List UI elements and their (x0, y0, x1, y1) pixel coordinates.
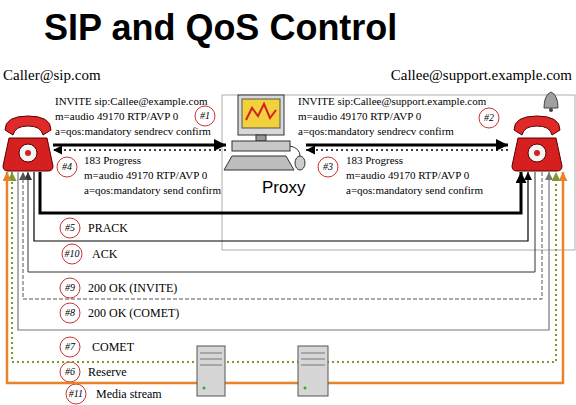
mouse-cable (290, 146, 300, 156)
message-label: Media stream (96, 387, 162, 401)
callout-number: #4 (52, 160, 82, 174)
line-spacer (425, 109, 490, 124)
mouse (295, 156, 305, 170)
node-label: Callee@support.example.com (391, 66, 572, 84)
message-label: INVITE sip:Callee@example.com m=audio 49… (55, 94, 214, 139)
callout-number: #3 (313, 160, 343, 174)
callout-number: #2 (474, 111, 504, 125)
keyboard (224, 156, 294, 170)
phone-body (3, 138, 53, 171)
callout-number: #7 (55, 340, 85, 354)
phone-icon (512, 116, 562, 171)
message-label: Reserve (88, 365, 127, 379)
message-arrow (7, 172, 563, 383)
router-slot (200, 359, 222, 360)
router-icon (298, 346, 328, 396)
callout-number: #5 (55, 221, 85, 235)
phone-dial (19, 144, 37, 162)
callout-number: #8 (55, 306, 85, 320)
diagram-title: SIP and QoS Control (44, 6, 397, 50)
monitor (238, 95, 284, 135)
node-label: Proxy (262, 178, 305, 198)
phone-icon (3, 116, 53, 171)
phone-dial (528, 144, 546, 162)
line-spacer (145, 153, 224, 168)
message-arrow (306, 144, 508, 147)
message-label: PRACK (88, 221, 128, 235)
router-slot (301, 365, 325, 366)
screen (242, 99, 280, 128)
router-led (203, 387, 206, 390)
router-body (298, 346, 328, 396)
message-label: ACK (92, 247, 117, 261)
bell-icon (544, 92, 558, 112)
monitor-stand (256, 135, 266, 141)
router-body (197, 346, 225, 396)
line-spacer (211, 94, 214, 109)
message-arrow (53, 149, 226, 151)
node-label: Caller@sip.com (3, 66, 101, 84)
phone-dial-center (25, 150, 31, 156)
callout-number: #10 (57, 247, 87, 261)
phone-handset (5, 116, 51, 135)
phone-handset (514, 116, 560, 135)
message-arrow (306, 149, 508, 151)
message-label: INVITE sip:Callee@support.example.com m=… (298, 94, 490, 139)
message-arrow (12, 172, 556, 362)
bell-clapper (549, 108, 553, 112)
message-label: 200 OK (INVITE) (88, 281, 177, 295)
callout-number: #11 (61, 387, 91, 401)
router-slot (301, 353, 325, 354)
endpoint-node: Caller@sip.com (3, 108, 53, 172)
line-spacer (211, 168, 224, 183)
message-label: 183 Progress m=audio 49170 RTP/AVP 0 a=q… (84, 153, 224, 198)
endpoint-node: Callee@support.example.com (508, 108, 566, 172)
router-slot (200, 365, 222, 366)
message-label: 200 OK (COMET) (88, 306, 179, 320)
router-led (304, 387, 307, 390)
router-slot (200, 353, 222, 354)
computer-icon (224, 95, 305, 170)
router-slot (301, 359, 325, 360)
message-arrow (34, 172, 528, 241)
message-label: COMET (92, 340, 134, 354)
bell-shape (544, 92, 558, 108)
screen-graph (246, 104, 276, 120)
phone-dial-center (534, 150, 540, 156)
phone-body (512, 138, 562, 171)
line-spacer (182, 109, 214, 124)
endpoint-node: Proxy (226, 93, 306, 177)
line-spacer (473, 168, 486, 183)
callout-number: #9 (55, 281, 85, 295)
message-label: 183 Progress m=audio 49170 RTP/AVP 0 a=q… (346, 153, 486, 198)
system-unit (232, 141, 290, 151)
message-arrow (53, 144, 226, 147)
callout-number: #6 (55, 365, 85, 379)
line-spacer (407, 153, 486, 168)
callout-number: #1 (190, 109, 220, 123)
router-icon (197, 346, 225, 396)
